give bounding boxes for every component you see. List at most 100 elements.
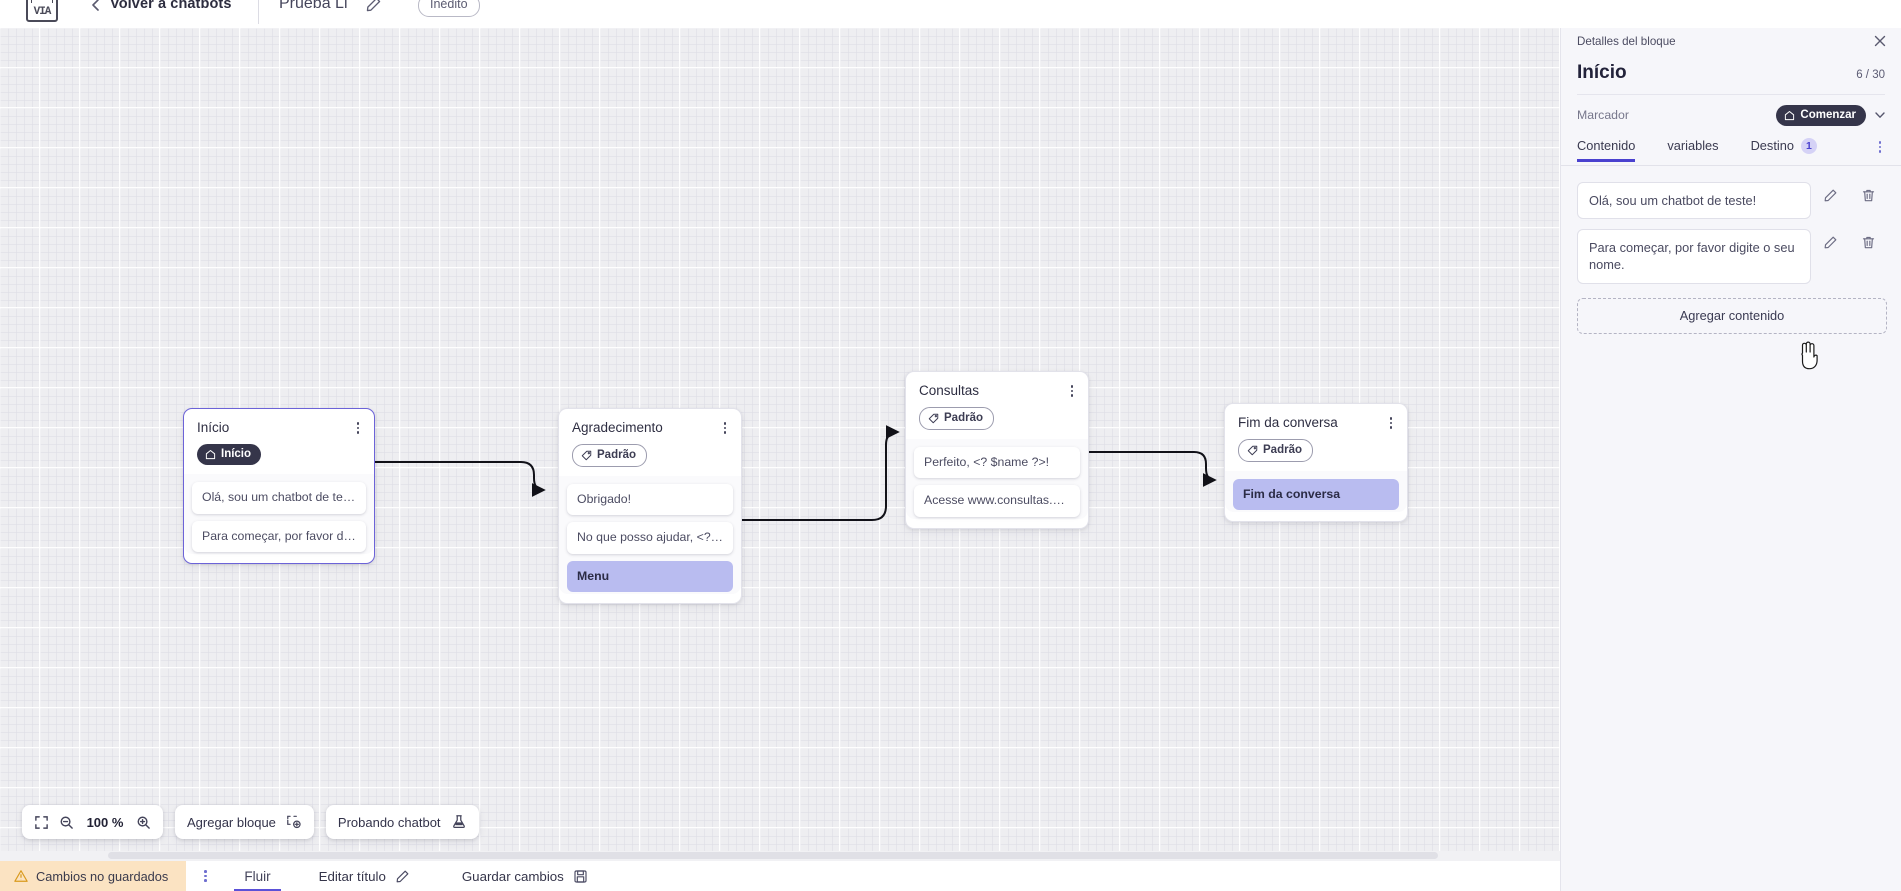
content-item-actions — [1811, 229, 1887, 250]
home-icon — [205, 450, 216, 460]
close-icon[interactable] — [1873, 34, 1887, 48]
panel-content-list: Olá, sou um chatbot de teste! Para começ… — [1561, 166, 1901, 284]
save-changes-label: Guardar cambios — [461, 868, 564, 884]
node-messages: Olá, sou um chatbot de teste! Para começ… — [184, 474, 374, 554]
add-content-button[interactable]: Agregar contenido — [1577, 297, 1887, 334]
panel-title-row: Início 6 / 30 — [1561, 54, 1901, 94]
chevron-down-icon[interactable] — [1873, 108, 1887, 122]
flow-canvas[interactable]: Início Início Olá, sou um chatbot de tes… — [0, 28, 1560, 861]
panel-tab-variables[interactable]: variables — [1665, 138, 1732, 161]
edit-title-label: Editar título — [318, 868, 386, 884]
scrollbar-thumb[interactable] — [108, 852, 1438, 859]
content-item-actions — [1811, 182, 1887, 203]
content-item-text[interactable]: Para começar, por favor digite o seu nom… — [1577, 229, 1811, 284]
node-badge-label: Padrão — [1263, 444, 1302, 457]
content-item: Olá, sou um chatbot de teste! — [1577, 181, 1887, 220]
zoom-out-icon[interactable] — [59, 815, 74, 830]
status-badge: Inédito — [418, 0, 480, 17]
node-badge[interactable]: Padrão — [919, 407, 994, 431]
kebab-menu-icon[interactable] — [1384, 414, 1398, 432]
node-badge[interactable]: Padrão — [572, 444, 647, 468]
edge-agradecimento-consultas — [742, 425, 900, 521]
test-chatbot-button[interactable]: Probando chatbot — [325, 805, 479, 839]
pencil-icon[interactable] — [1811, 235, 1849, 250]
panel-tab-contenido[interactable]: Contenido — [1577, 138, 1649, 162]
node-badge[interactable]: Início — [197, 444, 262, 466]
zoom-in-icon[interactable] — [136, 815, 151, 830]
node-messages: Perfeito, <? $name ?>! Acesse www.consul… — [906, 439, 1088, 519]
add-block-button[interactable]: Agregar bloque — [175, 805, 314, 839]
marker-value-badge[interactable]: Comenzar — [1776, 105, 1866, 126]
node-badge-row: Padrão — [1225, 431, 1407, 471]
node-badge-label: Início — [221, 448, 252, 461]
node-messages: Obrigado! No que posso ajudar, <? $name … — [559, 476, 741, 595]
edge-consultas-fim — [1089, 451, 1217, 487]
panel-divider — [1577, 94, 1885, 95]
logo-bar-shape — [31, 0, 53, 3]
node-message[interactable]: Olá, sou um chatbot de teste! — [192, 482, 366, 514]
node-message-highlight[interactable]: Fim da conversa — [1233, 479, 1399, 511]
app-logo[interactable]: VIA — [26, 0, 58, 22]
kebab-menu-icon[interactable] — [351, 419, 365, 437]
node-badge[interactable]: Padrão — [1238, 439, 1313, 463]
chevron-left-icon[interactable] — [88, 0, 104, 13]
node-badge-label: Padrão — [944, 412, 983, 425]
panel-header: Detalles del bloque — [1561, 28, 1901, 54]
flow-node-inicio[interactable]: Início Início Olá, sou um chatbot de tes… — [183, 408, 375, 564]
flow-node-agradecimento[interactable]: Agradecimento Padrão Obrigado! No que po… — [558, 408, 742, 605]
panel-tab-label: variables — [1667, 138, 1719, 154]
pencil-icon[interactable] — [365, 0, 382, 13]
top-bar: VIA Volver a chatbots Prueba Li Inédito — [0, 0, 1901, 28]
save-changes-button[interactable]: Guardar cambios — [436, 861, 614, 891]
flow-node-consultas[interactable]: Consultas Padrão Perfeito, <? $name ?>! … — [905, 371, 1089, 529]
node-message[interactable]: Para começar, por favor digite o ... — [192, 520, 366, 552]
flow-node-fim-da-conversa[interactable]: Fim da conversa Padrão Fim da conversa — [1224, 403, 1408, 523]
zoom-controls: 100 % — [22, 805, 163, 839]
panel-tab-label: Contenido — [1577, 138, 1636, 154]
node-badge-label: Padrão — [597, 449, 636, 462]
test-chatbot-label: Probando chatbot — [337, 814, 441, 830]
node-message[interactable]: Acesse www.consultas.com par... — [914, 485, 1080, 517]
node-title: Agradecimento — [572, 420, 663, 435]
node-header: Consultas — [906, 372, 1088, 399]
content-item-text[interactable]: Olá, sou um chatbot de teste! — [1577, 181, 1811, 220]
kebab-menu-icon[interactable] — [718, 419, 732, 437]
kebab-menu-icon[interactable] — [1873, 139, 1887, 155]
node-title: Fim da conversa — [1238, 415, 1338, 430]
logo-text: VIA — [33, 6, 52, 18]
node-title: Início — [197, 420, 230, 435]
node-message[interactable]: No que posso ajudar, <? $name ... — [567, 522, 733, 554]
edit-title-button[interactable]: Editar título — [293, 861, 436, 891]
home-icon — [1785, 111, 1795, 121]
pencil-icon[interactable] — [1811, 188, 1849, 203]
tag-icon — [928, 413, 939, 424]
add-block-label: Agregar bloque — [187, 814, 276, 830]
trash-icon[interactable] — [1849, 235, 1887, 250]
panel-tabs: Contenido variables Destino 1 — [1561, 136, 1901, 166]
trash-icon[interactable] — [1849, 188, 1887, 203]
panel-tab-label: Destino — [1750, 138, 1794, 154]
node-header: Agradecimento — [559, 409, 741, 436]
node-message[interactable]: Perfeito, <? $name ?>! — [914, 447, 1080, 479]
content-item: Para começar, por favor digite o seu nom… — [1577, 229, 1887, 284]
tab-fluir[interactable]: Fluir — [222, 861, 292, 891]
canvas-toolbar: 100 % Agregar bloque Probando chatbot — [22, 805, 479, 839]
fit-screen-icon[interactable] — [34, 815, 49, 830]
unsaved-changes-label: Cambios no guardados — [36, 868, 169, 884]
node-message-highlight[interactable]: Menu — [567, 560, 733, 593]
chatbot-title: Prueba Li — [279, 0, 348, 12]
node-badge-row: Início — [184, 436, 374, 474]
tag-icon — [581, 450, 592, 461]
node-badge-row: Padrão — [559, 436, 741, 476]
canvas-horizontal-scrollbar[interactable] — [0, 851, 1560, 861]
marker-control[interactable]: Comenzar — [1776, 105, 1887, 126]
kebab-menu-icon[interactable] — [1065, 382, 1079, 400]
node-messages: Fim da conversa — [1225, 471, 1407, 513]
node-badge-row: Padrão — [906, 399, 1088, 439]
panel-tab-destino[interactable]: Destino 1 — [1749, 138, 1831, 162]
unsaved-changes-banner: Cambios no guardados — [0, 861, 187, 891]
node-message[interactable]: Obrigado! — [567, 484, 733, 516]
kebab-menu-icon[interactable] — [198, 867, 212, 885]
tab-fluir-label: Fluir — [244, 868, 271, 884]
back-to-chatbots-link[interactable]: Volver a chatbots — [110, 0, 232, 12]
